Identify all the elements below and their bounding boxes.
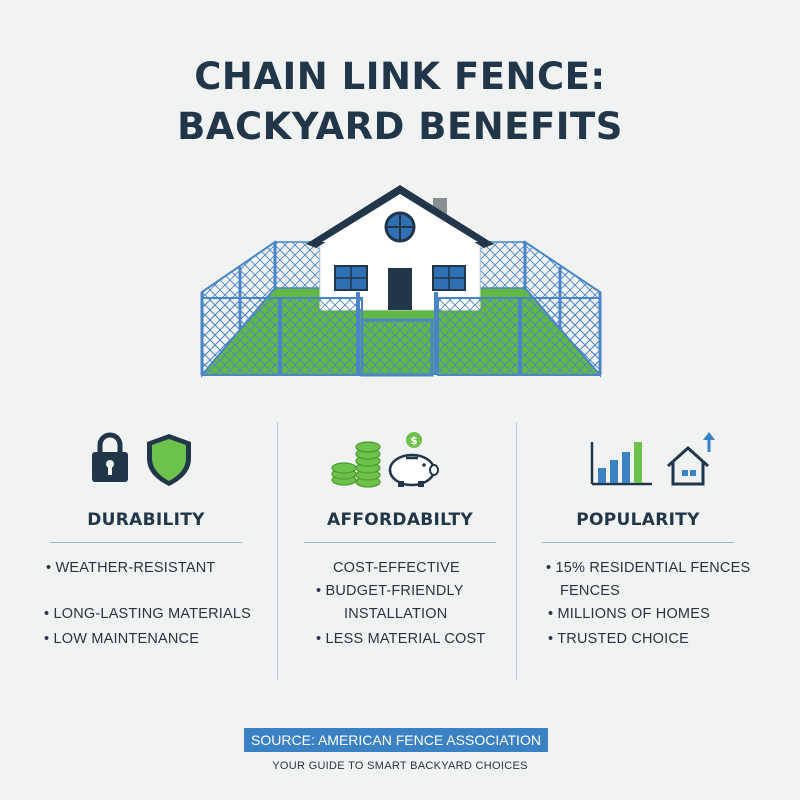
benefit-heading: DURABILITY (87, 510, 205, 530)
coin-stack-icon (331, 441, 381, 488)
title-line-2: BACKYARD BENEFITS (177, 105, 623, 148)
benefit-icons (28, 428, 264, 488)
benefit-column-popularity: POPULARITY • 15% RESIDENTIAL FENCES FENC… (520, 420, 756, 680)
source-banner: SOURCE: AMERICAN FENCE ASSOCIATION (244, 728, 548, 752)
benefit-item: FENCES (560, 583, 621, 599)
benefit-item: INSTALLATION (344, 606, 448, 622)
piggy-bank-icon: $ (388, 432, 439, 487)
benefit-item: • MILLIONS OF HOMES (548, 606, 710, 622)
title-line-1: CHAIN LINK FENCE: (194, 55, 606, 98)
benefit-icons: $ (282, 428, 518, 488)
benefit-column-affordability: $ AFFORDABILTY COST-EFFECTIVE • BUDGET-F… (282, 420, 518, 680)
benefit-item: • LONG-LASTING MATERIALS (44, 606, 252, 622)
heading-underline (304, 542, 496, 543)
benefit-item: • 15% RESIDENTIAL FENCES (546, 560, 751, 576)
benefit-column-durability: DURABILITY • WEATHER-RESISTANT • LONG-LA… (28, 420, 264, 680)
benefit-heading: AFFORDABILTY (327, 510, 473, 530)
benefit-heading: POPULARITY (576, 510, 700, 530)
heading-underline (542, 542, 734, 543)
tagline: YOUR GUIDE TO SMART BACKYARD CHOICES (272, 760, 528, 772)
padlock-icon (92, 432, 128, 482)
column-divider (277, 422, 278, 680)
benefit-item: • TRUSTED CHOICE (548, 631, 689, 647)
house-arrow-icon (666, 432, 715, 486)
svg-text:$: $ (410, 434, 418, 447)
benefit-item: • LESS MATERIAL COST (316, 631, 486, 647)
benefit-icons (520, 428, 756, 488)
benefit-item: • BUDGET-FRIENDLY (316, 583, 464, 599)
benefit-item: • WEATHER-RESISTANT (46, 560, 216, 576)
shield-icon (147, 434, 191, 486)
house-fence-illustration (190, 180, 610, 385)
column-divider (516, 422, 517, 680)
heading-underline (50, 542, 242, 543)
benefit-item: • LOW MAINTENANCE (44, 631, 200, 647)
house-fence-illustration-svg (200, 185, 602, 378)
benefit-item: COST-EFFECTIVE (333, 560, 460, 576)
page-title: CHAIN LINK FENCE: BACKYARD BENEFITS (0, 52, 800, 152)
bar-chart-icon (590, 442, 652, 486)
